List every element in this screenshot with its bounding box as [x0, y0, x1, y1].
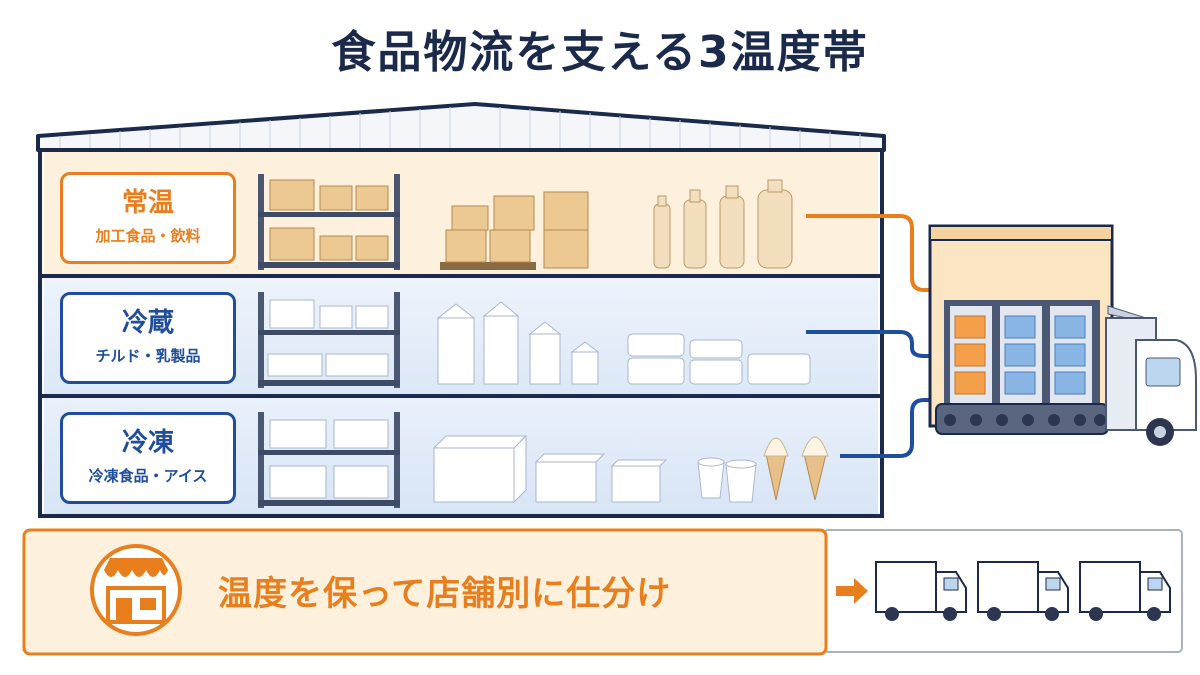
warehouse-roof: [36, 102, 886, 152]
zone-label-ambient: 常温 加工食品・飲料: [60, 172, 236, 264]
zone-items: チルド・乳製品: [95, 347, 201, 365]
bottles-icon: [653, 179, 793, 269]
milk-cartons-icon: [436, 301, 600, 385]
loading-truck-icon: [928, 224, 1197, 446]
delivery-truck-icon: [1079, 561, 1171, 621]
zone-name: 常温: [121, 188, 174, 218]
delivery-truck-icon: [875, 561, 967, 621]
frozen-boxes-icon: [432, 434, 668, 504]
chilled-connector-line: [806, 330, 936, 358]
page-title: 食品物流を支える3温度帯: [331, 27, 869, 78]
sorting-caption: 温度を保って店舗別に仕分け: [218, 574, 672, 614]
zone-name: 冷凍: [121, 428, 174, 458]
frozen-rack-icon: [258, 412, 400, 508]
delivery-truck-icon: [977, 561, 1069, 621]
zone-label-frozen: 冷凍 冷凍食品・アイス: [60, 412, 236, 504]
store-icon: [90, 544, 182, 636]
ice-cream-icon: [697, 436, 829, 503]
cardboard-boxes-icon: [440, 191, 589, 270]
zone-name: 冷蔵: [121, 308, 174, 338]
zone-label-chilled: 冷蔵 チルド・乳製品: [60, 292, 236, 384]
zone-items: 冷凍食品・アイス: [88, 467, 208, 485]
sorting-banner: [22, 528, 828, 656]
ambient-rack-icon: [258, 174, 400, 270]
ambient-connector-line: [806, 214, 936, 292]
chilled-rack-icon: [258, 292, 400, 388]
frozen-connector-line: [840, 398, 936, 458]
food-containers-icon: [627, 333, 811, 385]
arrow-right-icon: [836, 578, 868, 604]
zone-items: 加工食品・飲料: [95, 227, 201, 245]
